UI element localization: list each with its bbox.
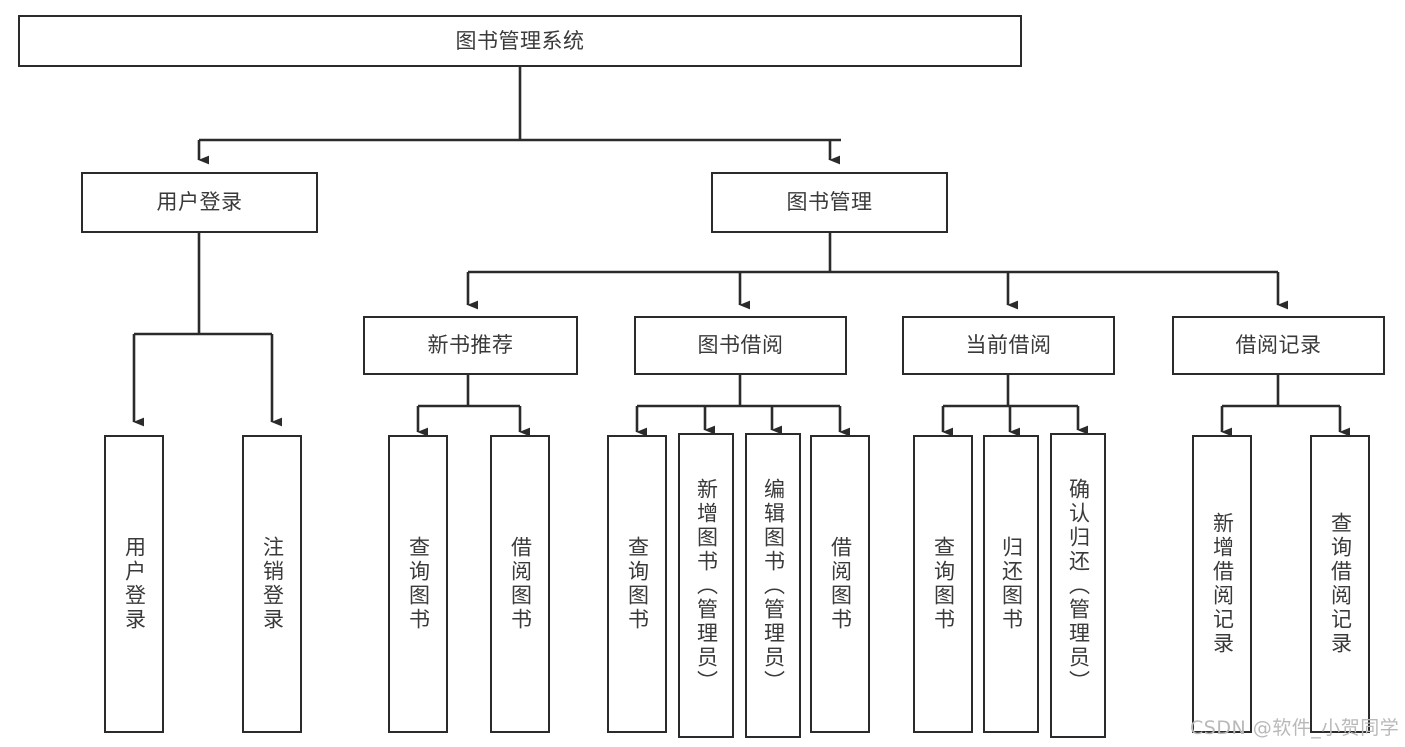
node-label: 确认归还（管理员） [1066, 477, 1091, 694]
node-leaf-borrow-book-2[interactable]: 借阅图书 [810, 435, 870, 733]
node-leaf-query-book-1[interactable]: 查询图书 [388, 435, 448, 733]
node-label: 注销登录 [260, 536, 285, 632]
node-borrow-record[interactable]: 借阅记录 [1172, 316, 1385, 375]
node-label: 借阅图书 [828, 536, 853, 632]
node-leaf-query-book-3[interactable]: 查询图书 [913, 435, 973, 733]
node-label: 借阅图书 [508, 536, 533, 632]
node-leaf-confirm-return[interactable]: 确认归还（管理员） [1050, 433, 1106, 738]
node-label: 当前借阅 [965, 333, 1052, 358]
node-leaf-edit-book[interactable]: 编辑图书（管理员） [745, 433, 801, 738]
node-leaf-query-record[interactable]: 查询借阅记录 [1310, 435, 1370, 733]
node-label: 查询借阅记录 [1328, 512, 1353, 656]
node-leaf-add-record[interactable]: 新增借阅记录 [1192, 435, 1252, 733]
node-label: 图书管理系统 [455, 28, 585, 53]
node-label: 查询图书 [625, 536, 650, 632]
node-user-login[interactable]: 用户登录 [81, 172, 318, 233]
node-label: 查询图书 [931, 536, 956, 632]
node-label: 用户登录 [156, 190, 243, 215]
node-leaf-return-book[interactable]: 归还图书 [983, 435, 1039, 733]
node-leaf-borrow-book-1[interactable]: 借阅图书 [490, 435, 550, 733]
node-label: 归还图书 [999, 536, 1024, 632]
node-label: 用户登录 [122, 536, 147, 632]
node-label: 查询图书 [406, 536, 431, 632]
node-leaf-add-book[interactable]: 新增图书（管理员） [678, 433, 734, 738]
node-label: 图书借阅 [697, 333, 784, 358]
node-label: 新增图书（管理员） [694, 477, 719, 694]
node-book-management[interactable]: 图书管理 [711, 172, 948, 233]
node-root-book-management-system[interactable]: 图书管理系统 [18, 15, 1022, 67]
node-label: 新增借阅记录 [1210, 512, 1235, 656]
node-leaf-user-logout[interactable]: 注销登录 [242, 435, 302, 733]
node-current-borrow[interactable]: 当前借阅 [902, 316, 1115, 375]
node-new-book-recommend[interactable]: 新书推荐 [363, 316, 578, 375]
node-leaf-user-login[interactable]: 用户登录 [104, 435, 164, 733]
node-label: 图书管理 [786, 190, 873, 215]
node-leaf-query-book-2[interactable]: 查询图书 [607, 435, 667, 733]
node-label: 新书推荐 [427, 333, 514, 358]
node-label: 借阅记录 [1235, 333, 1322, 358]
node-label: 编辑图书（管理员） [761, 477, 786, 694]
node-book-borrow[interactable]: 图书借阅 [634, 316, 847, 375]
